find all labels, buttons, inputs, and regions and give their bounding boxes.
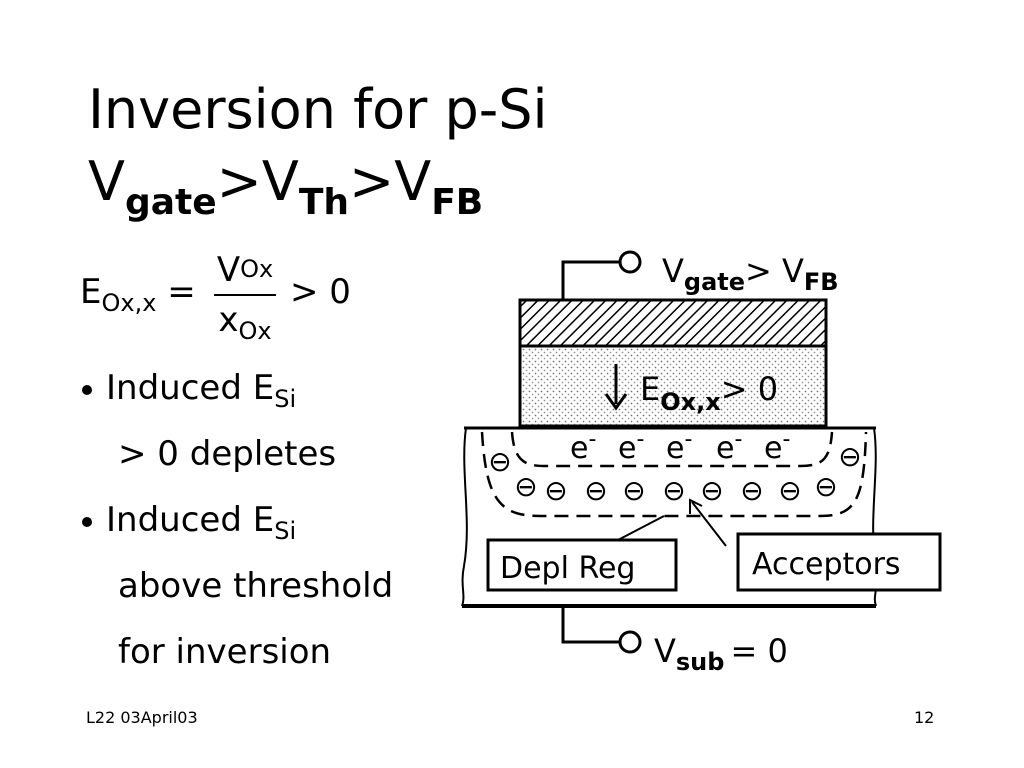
acceptor-ion: ⊖ bbox=[778, 474, 801, 507]
equation-lhs-sub: Ox,x bbox=[101, 288, 157, 317]
field-equation: EOx,x = VOx xOx > 0 bbox=[80, 250, 380, 360]
depl-reg-pointer bbox=[617, 515, 665, 541]
bullet-dot bbox=[82, 384, 92, 395]
fraction-denominator: xOx bbox=[218, 300, 272, 345]
slide-subtitle-condition: Vgate>VTh>VFB bbox=[88, 152, 483, 233]
acceptor-ions: ⊖ ⊖ ⊖ ⊖ ⊖ ⊖ ⊖ ⊖ ⊖ ⊖ ⊖ bbox=[488, 440, 861, 507]
bullet-2-line2: above threshold bbox=[118, 566, 394, 606]
electron: e- bbox=[716, 427, 742, 466]
fraction-numerator: VOx bbox=[216, 250, 274, 290]
title-sub-th: Th bbox=[298, 182, 350, 223]
equation-lhs-e: E bbox=[80, 272, 102, 312]
bullet-1-line2: > 0 depletes bbox=[118, 434, 337, 474]
footer-page-number: 12 bbox=[914, 708, 935, 727]
title-gt-v2: >V bbox=[349, 150, 432, 213]
equation-rhs: > 0 bbox=[290, 272, 351, 312]
slide-title: Inversion for p-Si bbox=[88, 78, 548, 141]
depl-reg-box bbox=[486, 538, 678, 592]
fraction-bar bbox=[214, 294, 276, 296]
bullet-2: Induced ESi bbox=[82, 500, 296, 545]
acceptor-ion: ⊖ bbox=[700, 474, 723, 507]
field-arrow-head bbox=[604, 393, 628, 411]
electron: e- bbox=[666, 427, 692, 466]
depl-reg-label: Depl Reg bbox=[500, 551, 635, 586]
gate-wire bbox=[561, 260, 620, 300]
acceptors-label: Acceptors bbox=[752, 547, 901, 582]
title-sub-fb: FB bbox=[431, 182, 484, 223]
oxide-layer bbox=[518, 344, 828, 428]
bullet-1: Induced ESi bbox=[82, 368, 296, 413]
oxide-field-label: EOx,x> 0 bbox=[640, 370, 778, 416]
acceptor-ion: ⊖ bbox=[662, 474, 685, 507]
acceptors-pointer-line bbox=[691, 501, 727, 547]
gate-metal bbox=[518, 298, 828, 348]
gate-terminal bbox=[618, 250, 642, 274]
substrate-terminal bbox=[618, 630, 642, 654]
electron: e- bbox=[764, 427, 790, 466]
bullet-dot bbox=[82, 516, 92, 527]
inversion-layer-boundary bbox=[510, 431, 834, 468]
depletion-region-boundary bbox=[480, 431, 868, 518]
substrate-left-edge bbox=[461, 427, 468, 607]
equation-equals: = bbox=[167, 272, 196, 312]
acceptors-pointer-head bbox=[689, 498, 703, 514]
acceptor-ion: ⊖ bbox=[544, 474, 567, 507]
bullet-2-line3: for inversion bbox=[118, 632, 332, 672]
acceptor-ion: ⊖ bbox=[622, 474, 645, 507]
gate-voltage-label: Vgate> VFB bbox=[662, 252, 839, 296]
inversion-electrons: e- e- e- e- e- bbox=[570, 427, 790, 466]
equation-lhs: EOx,x = bbox=[80, 272, 196, 317]
substrate-wire bbox=[561, 606, 620, 644]
acceptor-ion: ⊖ bbox=[814, 470, 837, 503]
acceptor-ion: ⊖ bbox=[584, 474, 607, 507]
acceptor-ion: ⊖ bbox=[740, 474, 763, 507]
acceptor-ion: ⊖ bbox=[488, 445, 511, 478]
footer-lecture-date: L22 03April03 bbox=[86, 708, 198, 727]
substrate-voltage-label: Vsub= 0 bbox=[654, 632, 788, 676]
acceptor-ion: ⊖ bbox=[514, 470, 537, 503]
acceptor-ion: ⊖ bbox=[838, 440, 861, 473]
title-sub-gate: gate bbox=[124, 182, 217, 223]
electron: e- bbox=[570, 427, 596, 466]
acceptors-box bbox=[736, 532, 942, 592]
title-gt-v: >V bbox=[216, 150, 299, 213]
electron: e- bbox=[618, 427, 644, 466]
title-v1: V bbox=[88, 150, 125, 213]
